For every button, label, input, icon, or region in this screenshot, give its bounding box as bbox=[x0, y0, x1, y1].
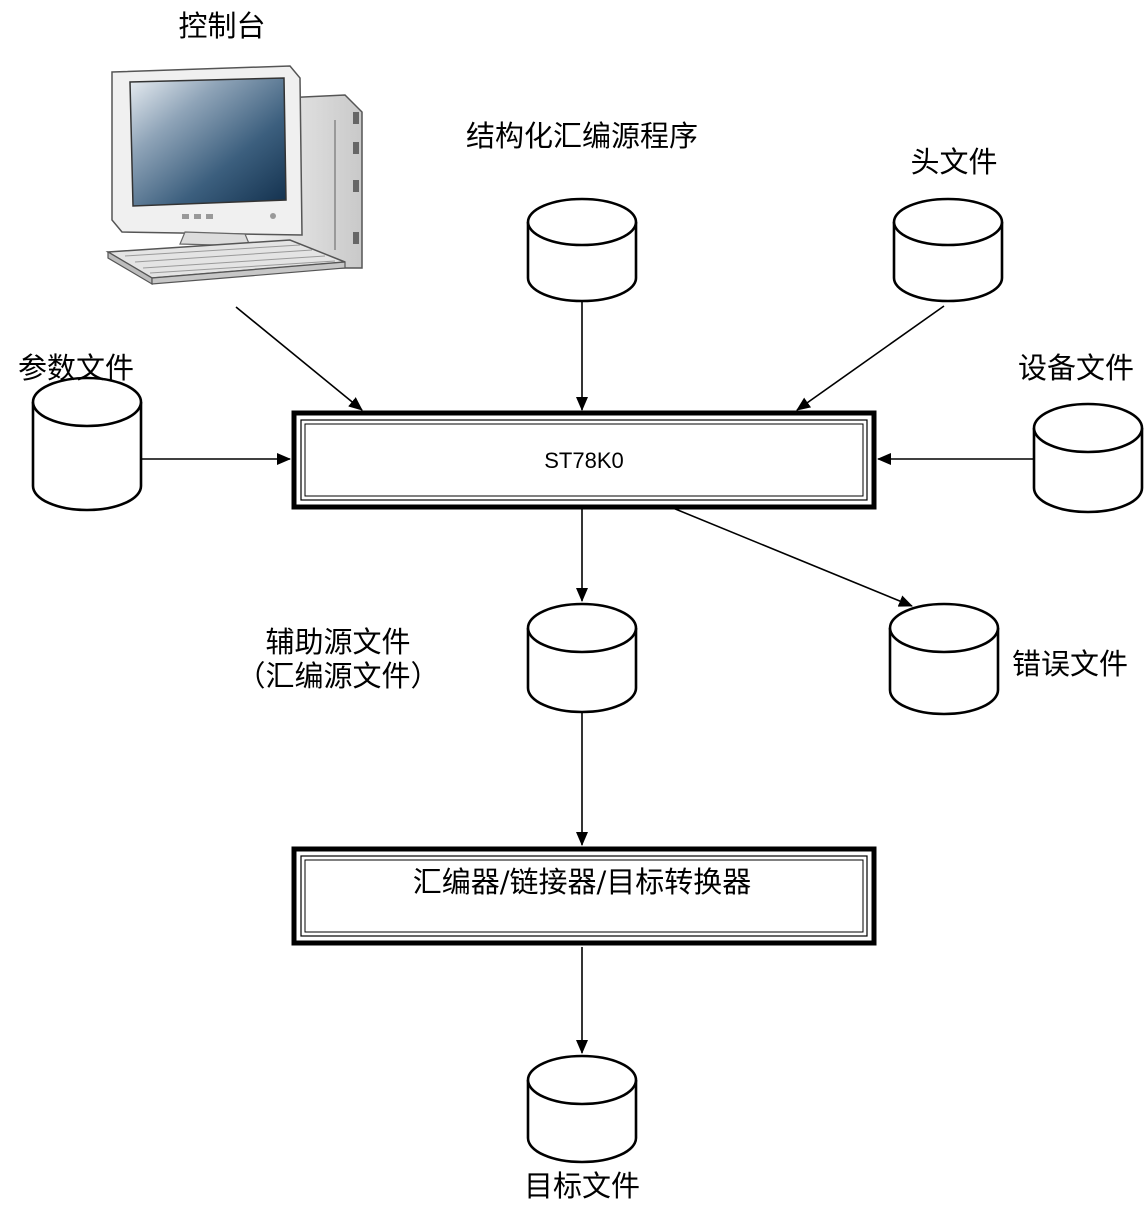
param-file-label: 参数文件 bbox=[18, 351, 134, 385]
st78k0-box bbox=[291, 410, 877, 510]
assembler-label: 汇编器/链接器/目标转换器 bbox=[413, 865, 752, 899]
arrow-header-file-to-st78k0 bbox=[796, 305, 945, 411]
arrows bbox=[141, 301, 1034, 1054]
database-icon-structured-source bbox=[526, 197, 638, 303]
arrow-st78k0-to-error-file bbox=[667, 505, 913, 607]
database-icon-param-file bbox=[31, 376, 143, 512]
database-icon-header-file bbox=[892, 197, 1004, 303]
aux-source-label-line1: 辅助源文件 bbox=[265, 625, 410, 659]
st78k0-label: ST78K0 bbox=[544, 448, 624, 473]
error-file-label: 错误文件 bbox=[1012, 647, 1128, 681]
device-file-label: 设备文件 bbox=[1018, 351, 1134, 385]
arrow-console-to-st78k0 bbox=[235, 306, 363, 411]
database-icon-device-file bbox=[1032, 402, 1144, 514]
header-file-label: 头文件 bbox=[910, 145, 997, 179]
object-file-label: 目标文件 bbox=[524, 1169, 640, 1203]
structured-source-label: 结构化汇编源程序 bbox=[466, 119, 698, 153]
assembler-box bbox=[291, 846, 877, 946]
console-computer-icon bbox=[105, 65, 363, 286]
database-icon-object-file bbox=[526, 1054, 638, 1164]
database-icon-aux-source bbox=[526, 602, 638, 714]
database-icon-error-file bbox=[888, 602, 1000, 716]
console-label: 控制台 bbox=[178, 9, 265, 43]
aux-source-label-line2: （汇编源文件） bbox=[236, 659, 439, 693]
